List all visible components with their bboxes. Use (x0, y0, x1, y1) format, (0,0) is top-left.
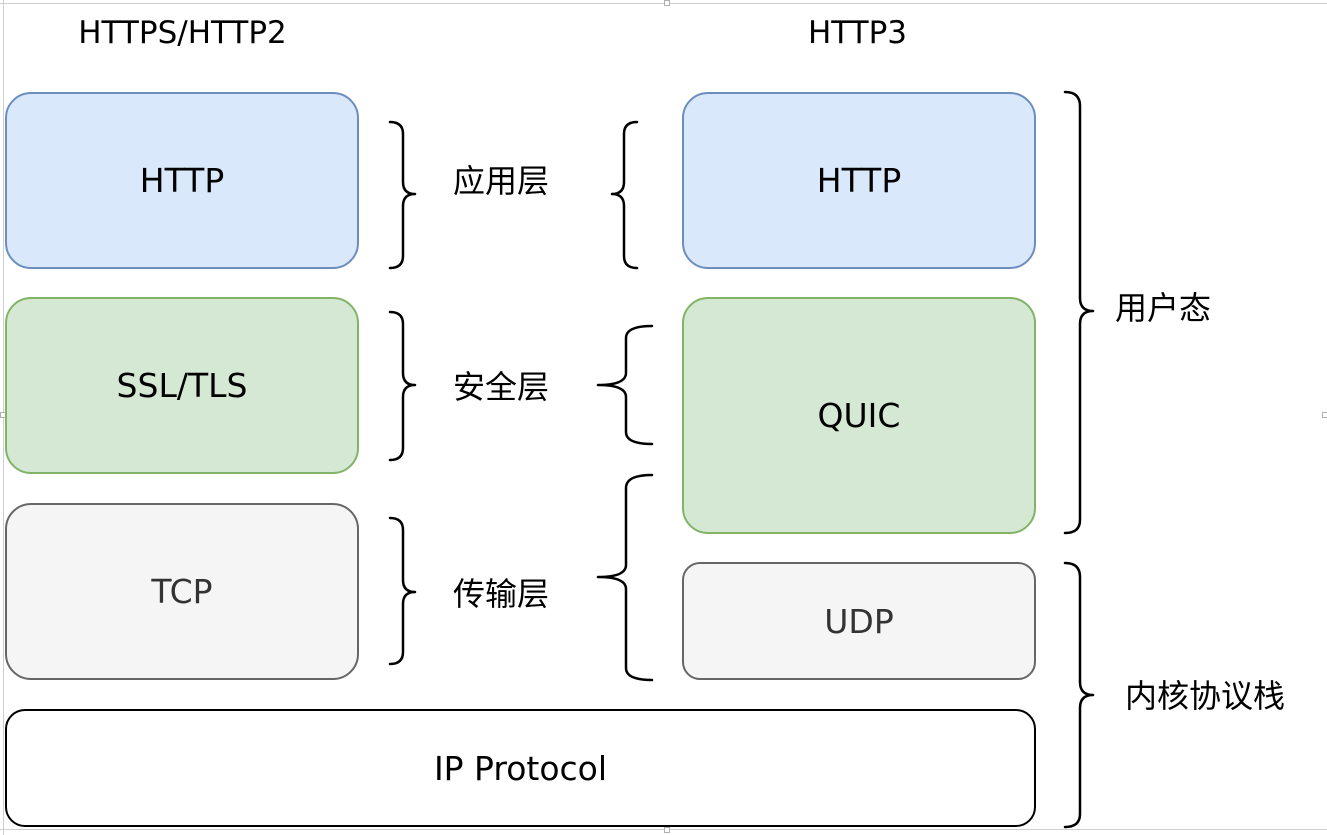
label-security-layer: 安全层 (453, 368, 550, 406)
brace-right-transport (596, 473, 654, 682)
heading-https-http2: HTTPS/HTTP2 (78, 15, 287, 51)
brace-kernel-stack (1063, 561, 1095, 829)
brace-left-transport (388, 516, 417, 666)
box-left-http[interactable]: HTTP (5, 92, 359, 269)
label-user-space: 用户态 (1115, 289, 1212, 327)
box-left-ssl-tls[interactable]: SSL/TLS (5, 297, 359, 474)
box-right-http[interactable]: HTTP (682, 92, 1036, 269)
frame-bottom (0, 829, 1327, 830)
label-transport-layer: 传输层 (453, 575, 550, 613)
frame-top (0, 3, 1327, 4)
box-right-udp[interactable]: UDP (682, 562, 1036, 680)
brace-user-space (1063, 90, 1095, 535)
box-left-tcp[interactable]: TCP (5, 503, 359, 680)
brace-left-security (388, 310, 417, 462)
box-right-quic[interactable]: QUIC (682, 297, 1036, 534)
heading-http3: HTTP3 (807, 15, 908, 51)
selection-handle-top[interactable] (664, 0, 670, 6)
selection-handle-right[interactable] (1322, 412, 1327, 418)
label-kernel-stack: 内核协议栈 (1125, 677, 1286, 715)
box-ip-protocol[interactable]: IP Protocol (5, 709, 1036, 827)
brace-right-application (610, 120, 639, 270)
selection-handle-bottom[interactable] (664, 827, 670, 833)
brace-right-security (596, 324, 654, 446)
brace-left-application (388, 120, 417, 270)
label-application-layer: 应用层 (453, 162, 550, 200)
